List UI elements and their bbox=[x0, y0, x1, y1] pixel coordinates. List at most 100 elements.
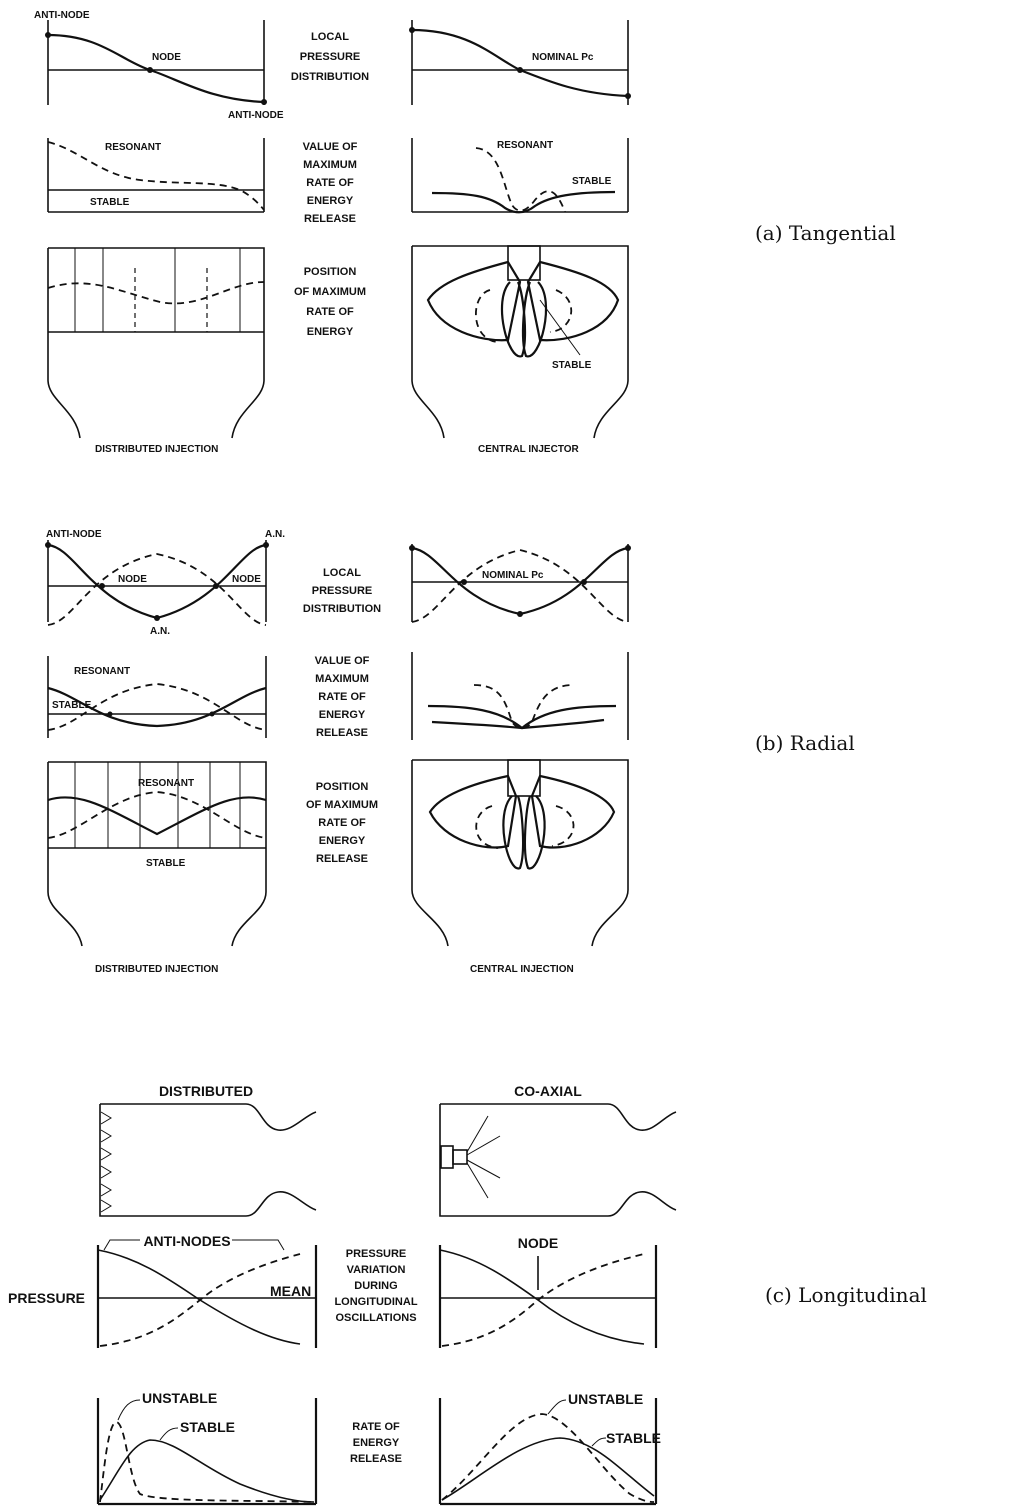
node-label: NODE bbox=[518, 1235, 558, 1251]
tangential-right-chamber: STABLE CENTRAL INJECTOR bbox=[411, 245, 629, 455]
row-label-line: LOCAL bbox=[311, 31, 349, 43]
row-label-line: VARIATION bbox=[347, 1264, 406, 1276]
mean-label: MEAN bbox=[270, 1283, 311, 1299]
radial-right-energy-panel bbox=[411, 652, 629, 740]
tangential-left-energy-panel: RESONANT STABLE bbox=[47, 138, 265, 213]
caption-radial: (b) Radial bbox=[755, 731, 855, 755]
spray-lobe-right bbox=[530, 774, 616, 849]
spray-lobe-left bbox=[426, 260, 522, 342]
stable-curve bbox=[47, 686, 267, 728]
row-label-line: RELEASE bbox=[304, 213, 356, 225]
unstable-label: UNSTABLE bbox=[568, 1391, 643, 1407]
longitudinal-coaxial-chamber: CO-AXIAL bbox=[439, 1083, 677, 1217]
caption-tangential: (a) Tangential bbox=[755, 221, 896, 245]
spray-lobe-inner-right bbox=[521, 281, 547, 358]
anti-node-point bbox=[263, 542, 269, 548]
chamber-outline-left bbox=[47, 762, 83, 947]
injector-spray-lines bbox=[74, 248, 241, 332]
pressure-curve-alt bbox=[99, 1253, 301, 1347]
tangential-energy-row-label: VALUE OF MAXIMUM RATE OF ENERGY RELEASE bbox=[303, 141, 358, 225]
node-point bbox=[581, 579, 587, 585]
row-label-line: RATE OF bbox=[318, 691, 366, 703]
stable-curve bbox=[431, 190, 616, 214]
stable-curve-upper bbox=[427, 704, 617, 730]
stable-leader bbox=[591, 1437, 607, 1447]
stable-label: STABLE bbox=[572, 176, 612, 187]
row-label-line: ENERGY bbox=[307, 195, 354, 207]
chamber-outline-left bbox=[411, 760, 449, 947]
chamber-outline-right bbox=[48, 247, 265, 439]
node-point bbox=[461, 579, 467, 585]
longitudinal-right-energy-panel: UNSTABLE STABLE bbox=[438, 1391, 661, 1506]
pressure-curve-alt bbox=[441, 1253, 645, 1347]
row-label-line: OSCILLATIONS bbox=[335, 1312, 416, 1324]
radial-left-chamber: RESONANT STABLE DISTRIBUTED INJECTION bbox=[47, 761, 267, 975]
row-label-line: ENERGY bbox=[353, 1437, 400, 1449]
unstable-curve bbox=[441, 1413, 655, 1503]
row-label-line: POSITION bbox=[316, 781, 369, 793]
resonant-label: RESONANT bbox=[138, 778, 194, 789]
row-label-line: DURING bbox=[354, 1280, 397, 1292]
row-label-line: RATE OF bbox=[318, 817, 366, 829]
node-point bbox=[99, 583, 105, 589]
nominal-pc-label: NOMINAL Pc bbox=[532, 52, 594, 63]
longitudinal-distributed-chamber: DISTRIBUTED bbox=[99, 1083, 317, 1217]
row-label-line: LOCAL bbox=[323, 567, 361, 579]
row-label-line: DISTRIBUTION bbox=[291, 71, 369, 83]
row-label-line: VALUE OF bbox=[315, 655, 370, 667]
resonant-curve bbox=[47, 683, 267, 731]
spray-lobe-inner-right bbox=[523, 795, 546, 870]
row-label-line: RATE OF bbox=[352, 1421, 400, 1433]
row-label-line: ENERGY bbox=[319, 835, 366, 847]
stable-curve-lower bbox=[431, 718, 605, 730]
max-energy-position-curve bbox=[47, 281, 265, 305]
chamber-lower-outline bbox=[99, 1104, 317, 1217]
distributed-title: DISTRIBUTED bbox=[159, 1083, 253, 1099]
radial-section: ANTI-NODE A.N. NODE NODE A.N. LOCAL PRES… bbox=[45, 529, 855, 975]
spray-lines bbox=[466, 1115, 501, 1199]
central-injector-body bbox=[507, 245, 541, 281]
injector-elements bbox=[100, 1111, 112, 1213]
pressure-curve-alt bbox=[47, 553, 267, 626]
chamber-upper-outline bbox=[100, 1103, 317, 1131]
stable-label: STABLE bbox=[146, 858, 186, 869]
row-label-line: OF MAXIMUM bbox=[306, 799, 378, 811]
longitudinal-energy-label: RATE OF ENERGY RELEASE bbox=[350, 1421, 402, 1465]
stable-curve bbox=[99, 1439, 315, 1503]
radial-pressure-row-label: LOCAL PRESSURE DISTRIBUTION bbox=[303, 567, 381, 615]
longitudinal-section: DISTRIBUTED CO-AXIAL ANTI-NODES MEAN PRE… bbox=[8, 1083, 927, 1506]
row-label-line: LONGITUDINAL bbox=[334, 1296, 417, 1308]
max-energy-position-curve bbox=[47, 796, 267, 836]
node-right-label: NODE bbox=[232, 574, 261, 585]
row-label-line: DISTRIBUTION bbox=[303, 603, 381, 615]
longitudinal-right-pressure-panel: NODE bbox=[438, 1235, 658, 1348]
radial-left-pressure-panel: ANTI-NODE A.N. NODE NODE A.N. bbox=[45, 529, 285, 637]
row-label-line: POSITION bbox=[304, 266, 357, 278]
row-label-line: RATE OF bbox=[306, 306, 354, 318]
radial-energy-row-label: VALUE OF MAXIMUM RATE OF ENERGY RELEASE bbox=[315, 655, 370, 739]
anti-node-point bbox=[45, 542, 51, 548]
anti-node-bottom-label: ANTI-NODE bbox=[228, 110, 284, 121]
node-label: NODE bbox=[152, 52, 181, 63]
tangential-pressure-row-label: LOCAL PRESSURE DISTRIBUTION bbox=[291, 31, 369, 83]
stable-label: STABLE bbox=[606, 1430, 661, 1446]
anti-node-point bbox=[517, 611, 523, 617]
central-injector-label: CENTRAL INJECTOR bbox=[478, 444, 580, 455]
anti-node-point bbox=[154, 615, 160, 621]
radial-position-row-label: POSITION OF MAXIMUM RATE OF ENERGY RELEA… bbox=[306, 781, 378, 865]
radial-right-chamber: CENTRAL INJECTION bbox=[411, 759, 629, 975]
anti-node-label: ANTI-NODE bbox=[46, 529, 102, 540]
anti-node-top-label: ANTI-NODE bbox=[34, 10, 90, 21]
spray-lobe-inner-left bbox=[502, 795, 525, 870]
unstable-leader bbox=[547, 1399, 567, 1415]
row-label-line: VALUE OF bbox=[303, 141, 358, 153]
resonant-label: RESONANT bbox=[497, 140, 553, 151]
resonant-position-curve-right bbox=[551, 805, 575, 847]
radial-left-energy-panel: RESONANT STABLE bbox=[47, 656, 267, 738]
radial-right-pressure-panel: NOMINAL Pc bbox=[409, 544, 631, 623]
chamber-outline-right bbox=[48, 761, 267, 947]
pressure-curve bbox=[411, 28, 629, 98]
coaxial-title: CO-AXIAL bbox=[514, 1083, 582, 1099]
crossing-point bbox=[107, 711, 113, 717]
longitudinal-left-energy-panel: UNSTABLE STABLE bbox=[96, 1390, 318, 1506]
